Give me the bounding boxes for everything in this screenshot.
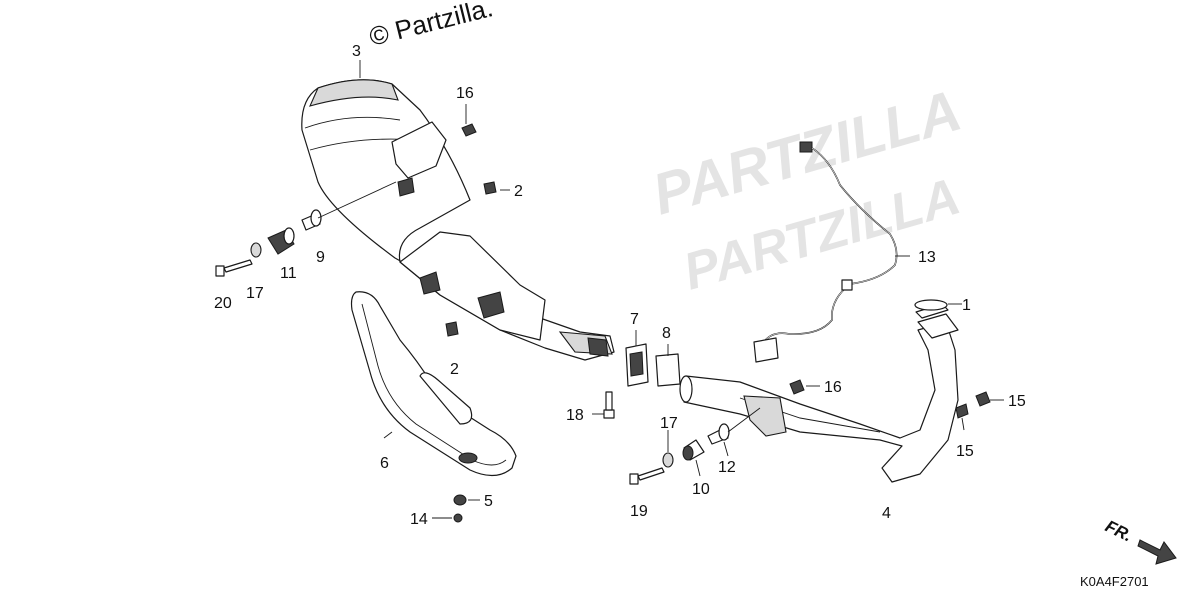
- front-arrow-icon: [1137, 539, 1177, 565]
- callout-10: 10: [692, 481, 710, 498]
- screw-part-14[interactable]: [453, 513, 463, 523]
- nut-part-2-lower[interactable]: [445, 321, 459, 337]
- callout-20: 20: [214, 295, 232, 312]
- muffler-cover-part-6[interactable]: [350, 291, 517, 477]
- callout-15-right: 15: [1008, 393, 1026, 410]
- callout-18: 18: [566, 407, 584, 424]
- gasket-part-8[interactable]: [655, 353, 681, 387]
- nut-part-16-top[interactable]: [461, 123, 477, 137]
- callout-6: 6: [380, 455, 389, 472]
- bolt-part-19[interactable]: [629, 467, 665, 485]
- diagram-code: K0A4F2701: [1080, 574, 1149, 589]
- callout-8: 8: [662, 325, 671, 342]
- joint-part-7[interactable]: [625, 343, 649, 387]
- callout-5: 5: [484, 493, 493, 510]
- front-label: FR.: [1102, 517, 1135, 546]
- callout-17-right: 17: [660, 415, 678, 432]
- callout-numbers: 3 16 2 9 11 17 20 2 6 5 14 7 8 18 17 10 …: [214, 43, 1026, 528]
- nut-part-5[interactable]: [453, 494, 467, 506]
- muffler-part-3[interactable]: [301, 79, 615, 361]
- callout-2-lower: 2: [450, 361, 459, 378]
- callout-16-top: 16: [456, 85, 474, 102]
- callout-1: 1: [962, 297, 971, 314]
- leader-lines: [317, 60, 1004, 519]
- washer-part-17-left[interactable]: [250, 242, 262, 258]
- callout-13: 13: [918, 249, 936, 266]
- callout-19: 19: [630, 503, 648, 520]
- exhaust-pipe-part-4[interactable]: [679, 303, 959, 483]
- callout-11: 11: [280, 265, 297, 282]
- front-direction-indicator: FR.: [1102, 517, 1177, 565]
- nut-part-2-top[interactable]: [483, 181, 497, 195]
- callout-12: 12: [718, 459, 736, 476]
- callout-3: 3: [352, 43, 361, 60]
- background-watermark: PARTZILLA PARTZILLA: [646, 78, 968, 302]
- nut-part-15-lower[interactable]: [955, 403, 969, 419]
- bolt-part-20[interactable]: [215, 259, 253, 277]
- collar-part-10[interactable]: [682, 439, 705, 461]
- callout-17-left: 17: [246, 285, 264, 302]
- bolt-part-18[interactable]: [603, 391, 615, 419]
- callout-16-right: 16: [824, 379, 842, 396]
- o2-sensor-part-13[interactable]: [753, 141, 898, 363]
- collar-part-11[interactable]: [267, 227, 295, 255]
- gasket-part-1[interactable]: [914, 299, 948, 311]
- copyright-watermark: © Partzilla.: [366, 0, 496, 52]
- nut-part-15-right[interactable]: [975, 391, 991, 407]
- callout-9: 9: [316, 249, 325, 266]
- bushing-part-9[interactable]: [301, 209, 322, 231]
- callout-14: 14: [410, 511, 428, 528]
- bushing-part-12[interactable]: [707, 423, 730, 445]
- washer-part-17-right[interactable]: [662, 452, 674, 468]
- callout-2-top: 2: [514, 183, 523, 200]
- callout-7: 7: [630, 311, 639, 328]
- nut-part-16-right[interactable]: [789, 379, 805, 395]
- callout-15-lower: 15: [956, 443, 974, 460]
- callout-4: 4: [882, 505, 891, 522]
